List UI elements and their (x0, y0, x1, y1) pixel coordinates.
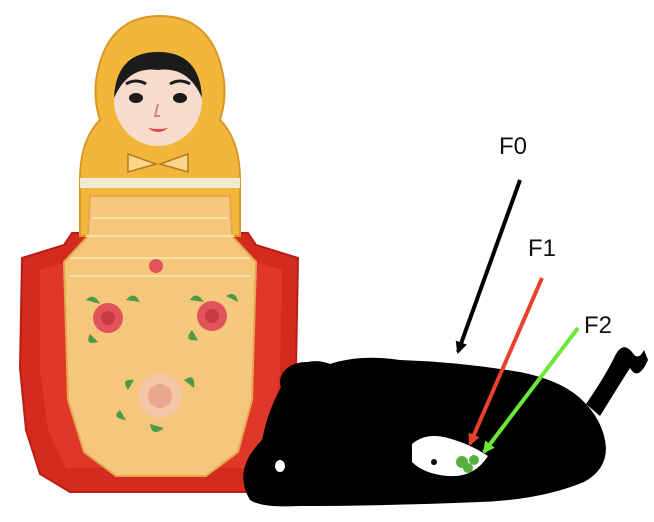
doll-apron (64, 196, 256, 476)
arrow-f0 (458, 180, 520, 352)
matryoshka-doll (20, 16, 298, 492)
label-f1: F1 (528, 235, 556, 262)
doll-lace-band (80, 178, 240, 188)
label-f0: F0 (499, 133, 527, 160)
mouse-ear (280, 362, 332, 402)
mouse-silhouette (243, 347, 648, 506)
doll-left-eye (129, 93, 143, 103)
small-rose (149, 259, 163, 273)
mouse-head-marker (431, 459, 437, 465)
doll-right-eye (173, 93, 187, 103)
mouse-eye (275, 460, 285, 472)
mouse-tail (586, 347, 648, 416)
label-f2: F2 (584, 312, 612, 339)
